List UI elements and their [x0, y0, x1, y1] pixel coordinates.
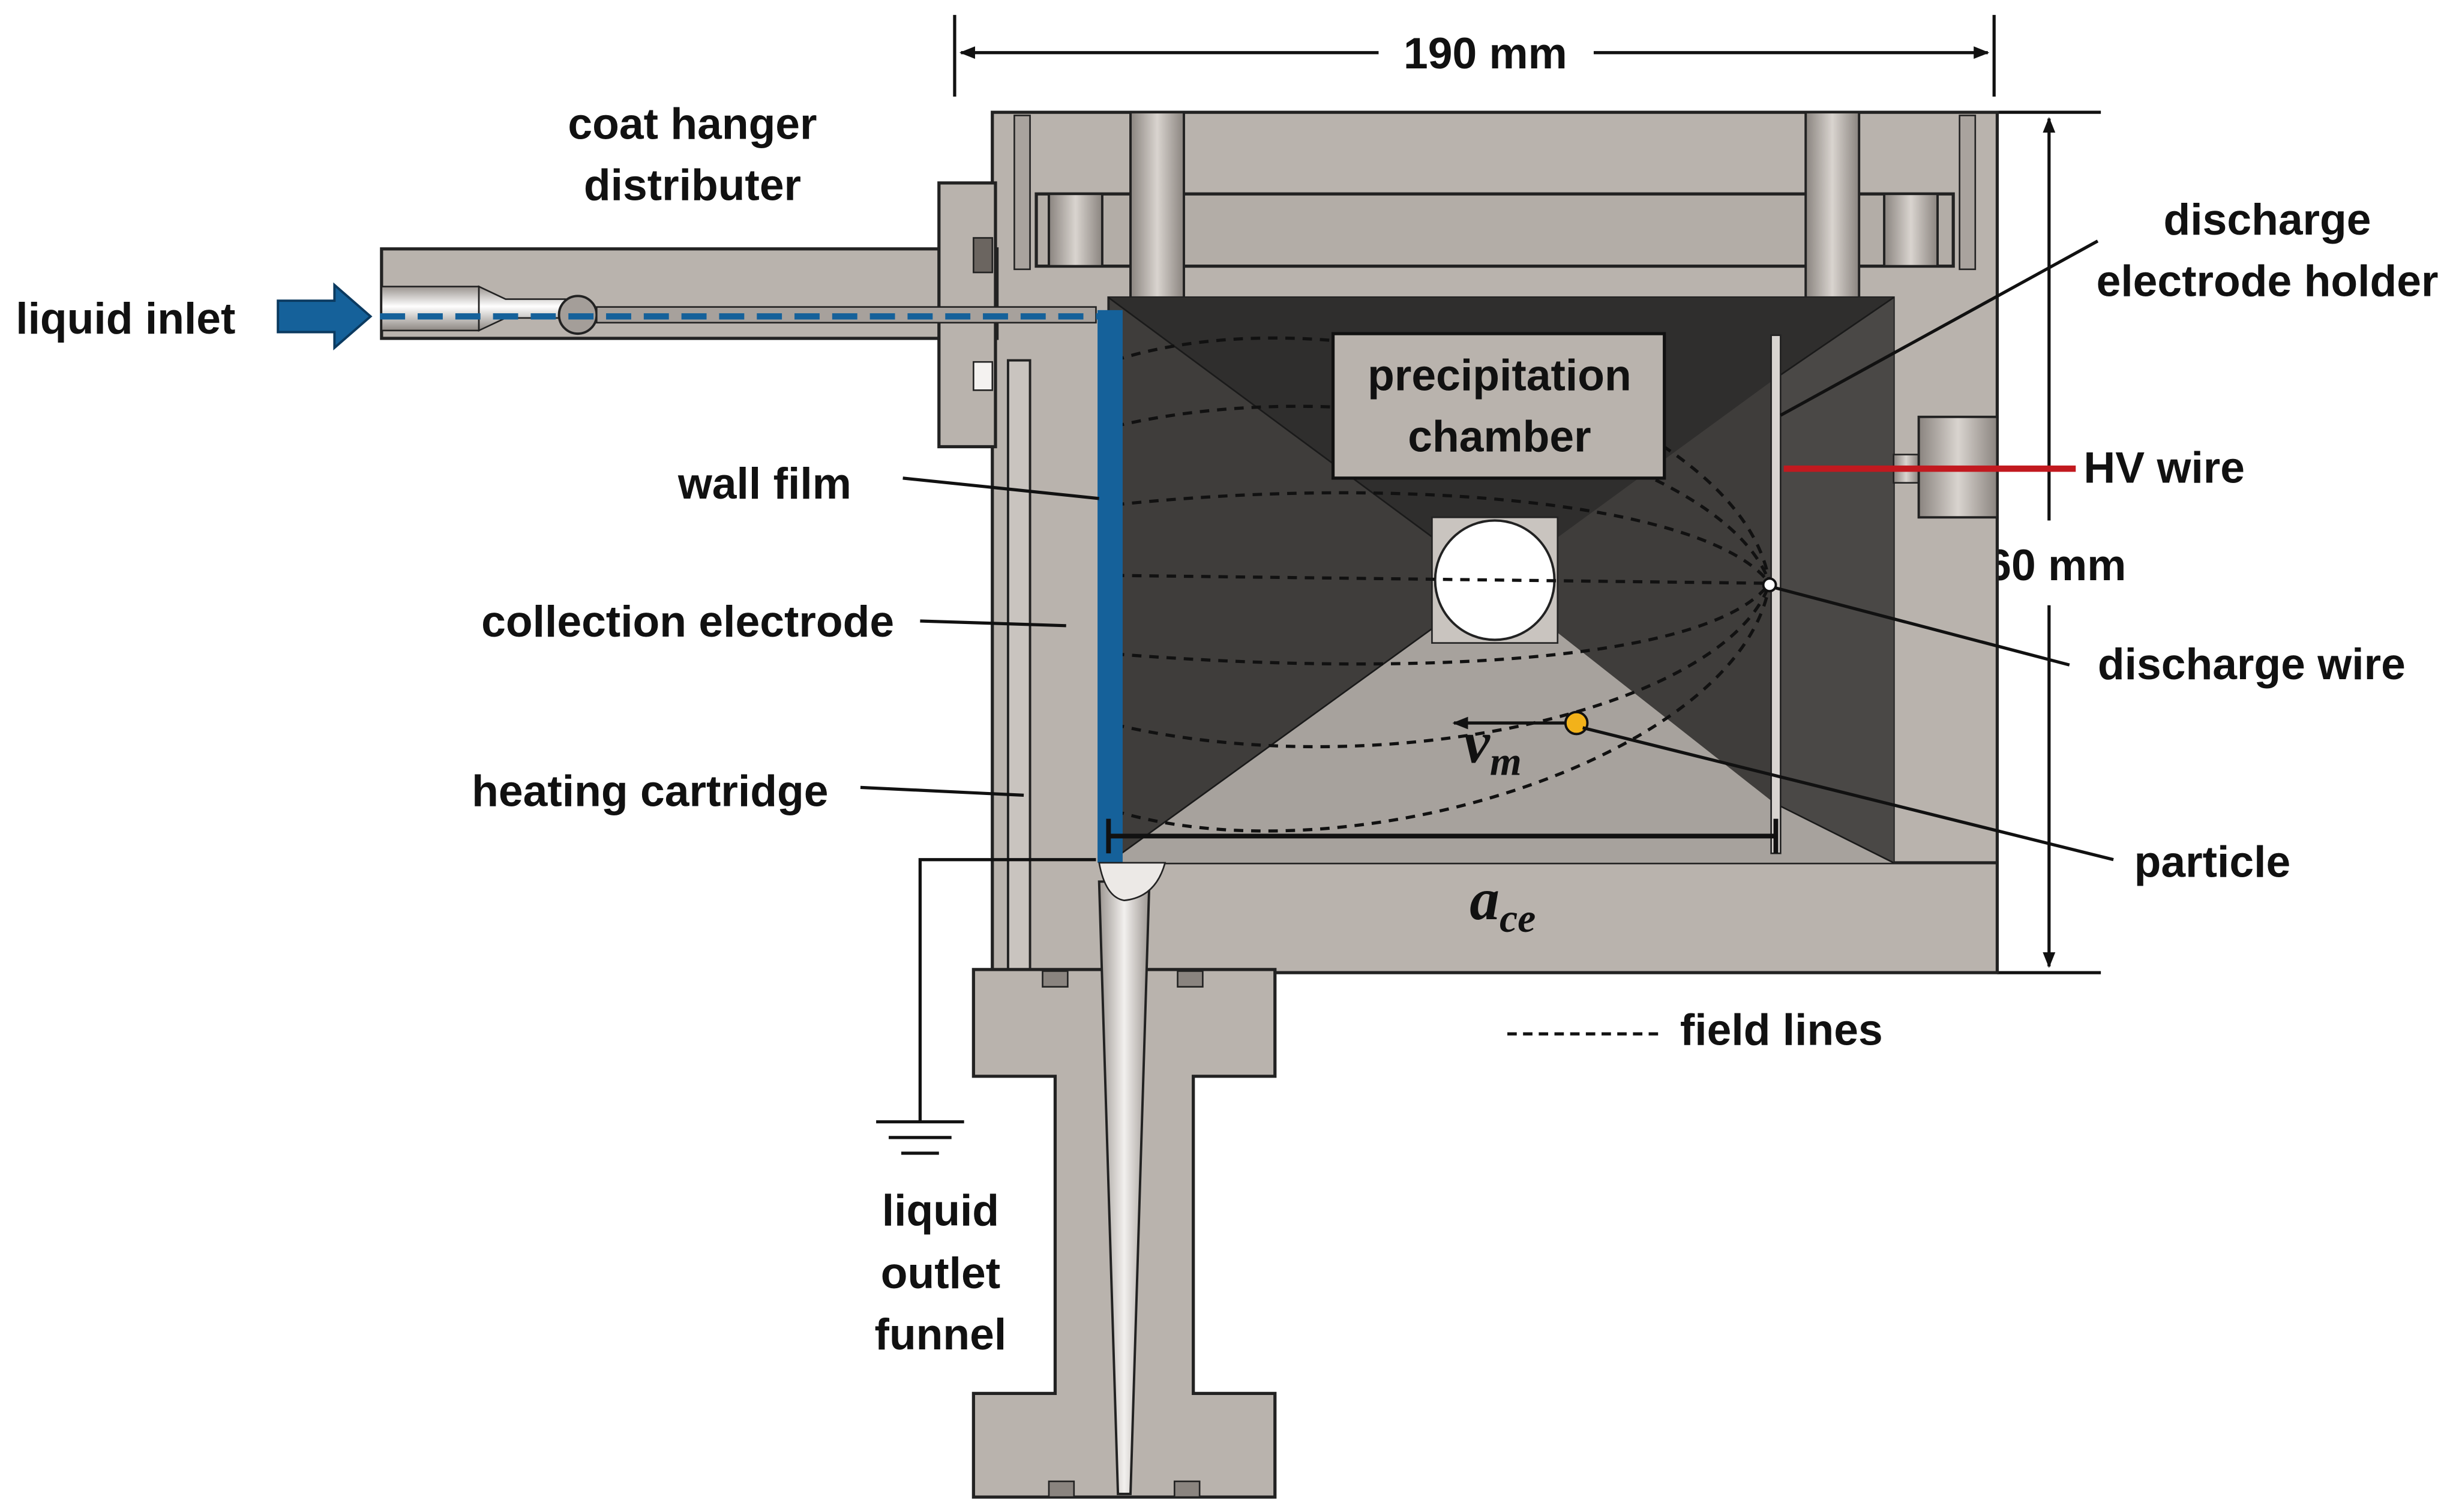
ace-label: ace — [1470, 866, 1536, 941]
hv-wire-label: HV wire — [2083, 443, 2245, 493]
leader-lines — [860, 239, 2114, 862]
precipitation-chamber-label: precipitation chamber — [1331, 332, 1666, 480]
wall-film — [1097, 310, 1123, 863]
particle-label: particle — [2134, 837, 2291, 886]
outlet-label-line1: liquid — [882, 1186, 999, 1235]
collection-electrode-label: collection electrode — [481, 597, 894, 646]
field-lines-label: field lines — [1680, 1005, 1883, 1054]
outlet-label-line2: outlet — [881, 1249, 1000, 1298]
field-lines-legend: field lines — [1507, 1005, 1883, 1054]
width-dimension: 190 mm — [953, 14, 1996, 97]
discharge-wire-label: discharge wire — [2098, 640, 2406, 689]
ground-symbol — [876, 858, 1096, 1155]
vm-label: vm — [1464, 709, 1522, 784]
heating-cartridge-label: heating cartridge — [472, 767, 828, 816]
particle-dot — [1564, 710, 1589, 736]
discharge-holder-label-line1: discharge — [2164, 195, 2371, 244]
precip-label-line1: precipitation — [1368, 350, 1632, 400]
outlet-funnel — [971, 862, 1277, 1499]
precip-label-line2: chamber — [1408, 412, 1591, 461]
discharge-holder-label-line2: electrode holder — [2097, 256, 2439, 305]
width-dim-label: 190 mm — [1404, 29, 1567, 78]
outlet-label-line3: funnel — [875, 1310, 1007, 1359]
inlet-arrow — [277, 282, 373, 350]
liquid-inlet-label: liquid inlet — [16, 294, 235, 343]
hv-connector — [1783, 415, 2076, 519]
coat-hanger-label-line1: coat hanger — [568, 100, 817, 149]
particle-velocity: vm — [1452, 709, 1589, 784]
wall-film-label: wall film — [677, 459, 851, 508]
coat-hanger-label-line2: distributer — [584, 161, 801, 210]
ace-dimension: ace — [1106, 818, 1779, 941]
